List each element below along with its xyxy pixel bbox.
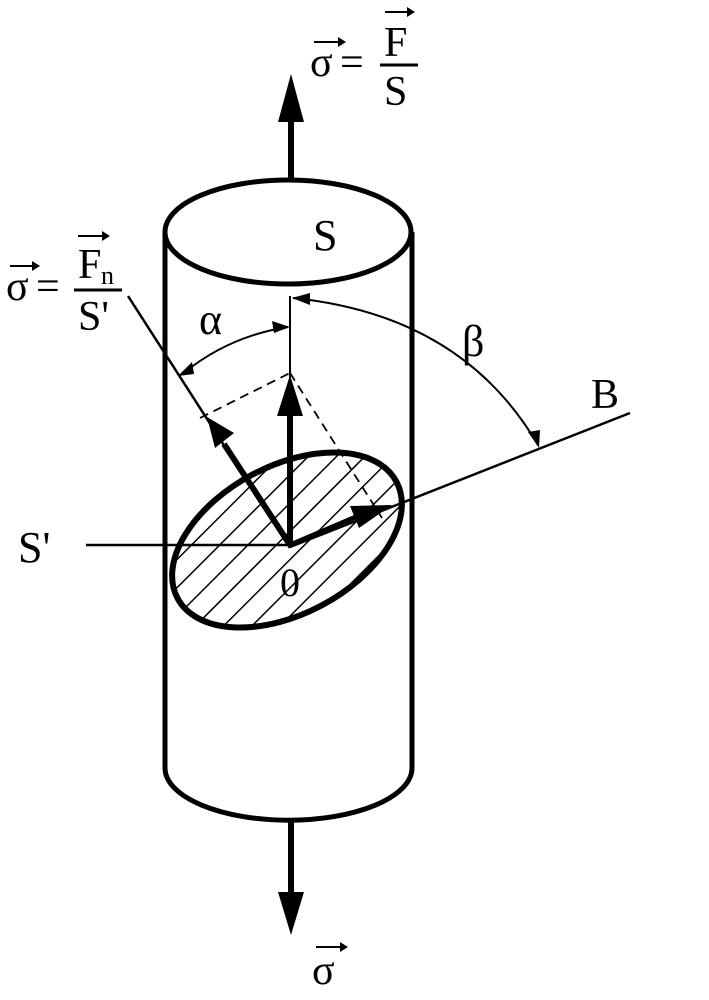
area-top-label: S <box>313 211 337 260</box>
cylinder <box>162 177 415 823</box>
cylinder-top-face <box>162 177 414 287</box>
side-formula-equals: = <box>36 264 60 310</box>
area-inclined-label: S' <box>18 523 50 572</box>
alpha-label: α <box>199 295 222 344</box>
axial-stress-vector <box>277 375 303 545</box>
top-formula-denominator: S <box>384 69 407 115</box>
alpha-arc <box>178 321 290 376</box>
bottom-sigma-label: σ <box>312 948 335 994</box>
shear-vector <box>289 505 392 548</box>
top-formula-sigma: σ <box>310 40 333 86</box>
side-formula-denominator: S' <box>78 294 109 340</box>
origin-label: 0 <box>280 560 300 605</box>
cylinder-bottom-edge <box>162 767 415 823</box>
top-formula-equals: = <box>340 40 364 86</box>
axis-b-label: B <box>591 372 619 418</box>
side-formula-numerator: F <box>78 242 101 288</box>
side-formula-subscript: n <box>101 261 114 290</box>
top-formula-numerator: F <box>384 20 407 66</box>
side-formula: σ = F n S' <box>6 231 122 340</box>
beta-arc <box>292 293 540 448</box>
side-formula-sigma: σ <box>6 264 29 310</box>
bottom-force-arrow <box>278 820 304 935</box>
bottom-sigma: σ <box>312 942 348 994</box>
top-formula: σ = F S <box>310 7 418 115</box>
beta-label: β <box>462 317 484 366</box>
normal-stress-vector <box>207 417 293 547</box>
